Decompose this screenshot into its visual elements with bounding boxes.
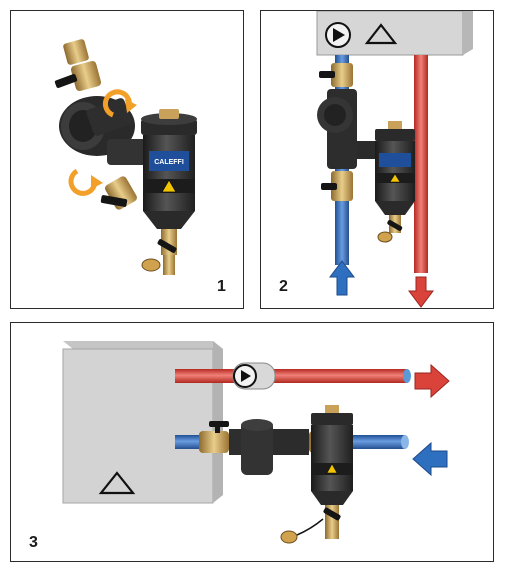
outlet-brass-fitting [100, 176, 137, 210]
flow-in-arrow-icon [329, 260, 355, 296]
upper-ball-valve [319, 63, 353, 87]
hot-return-pipe [175, 369, 407, 383]
warning-triangle-icon [326, 463, 338, 474]
lower-ball-valve [321, 171, 353, 201]
brand-label: CALEFFI [154, 159, 184, 166]
warning-triangle-icon [364, 23, 398, 45]
flow-out-arrow-icon [414, 363, 450, 399]
rotate-arrow-icon [102, 89, 137, 118]
inlet-valve-handle [54, 74, 78, 88]
separator-body [229, 419, 309, 475]
inlet-brass-fitting [63, 39, 102, 92]
drain-valve [280, 505, 341, 544]
warning-triangle-icon [98, 471, 136, 495]
step-number: 2 [279, 278, 288, 295]
pump-icon [233, 364, 257, 388]
warning-triangle-icon [389, 173, 401, 183]
step-number: 1 [217, 278, 226, 295]
dirt-separator [311, 405, 353, 505]
separator-body [317, 89, 375, 169]
drain-valve [141, 229, 177, 275]
flow-out-arrow-icon [408, 276, 434, 308]
ball-valve [199, 421, 229, 453]
step-1-illustration: CALEFFI [54, 39, 197, 275]
dirt-separator [375, 121, 415, 243]
flow-in-arrow-icon [412, 441, 448, 477]
warning-triangle-icon [161, 179, 177, 193]
pump-icon [325, 22, 351, 48]
step-number: 3 [29, 534, 38, 551]
step-1-panel: CALEFFI 1 [10, 10, 244, 309]
step-3-panel: 3 [10, 322, 494, 562]
rotate-arrow-icon [68, 168, 103, 196]
step-3-illustration [62, 341, 450, 544]
boiler-unit [62, 341, 223, 504]
separator-body [59, 96, 157, 165]
dirt-separator: CALEFFI [141, 109, 197, 229]
step-2-panel: 2 [260, 10, 494, 309]
hot-return-pipe [414, 55, 428, 273]
step-2-illustration [316, 11, 473, 308]
